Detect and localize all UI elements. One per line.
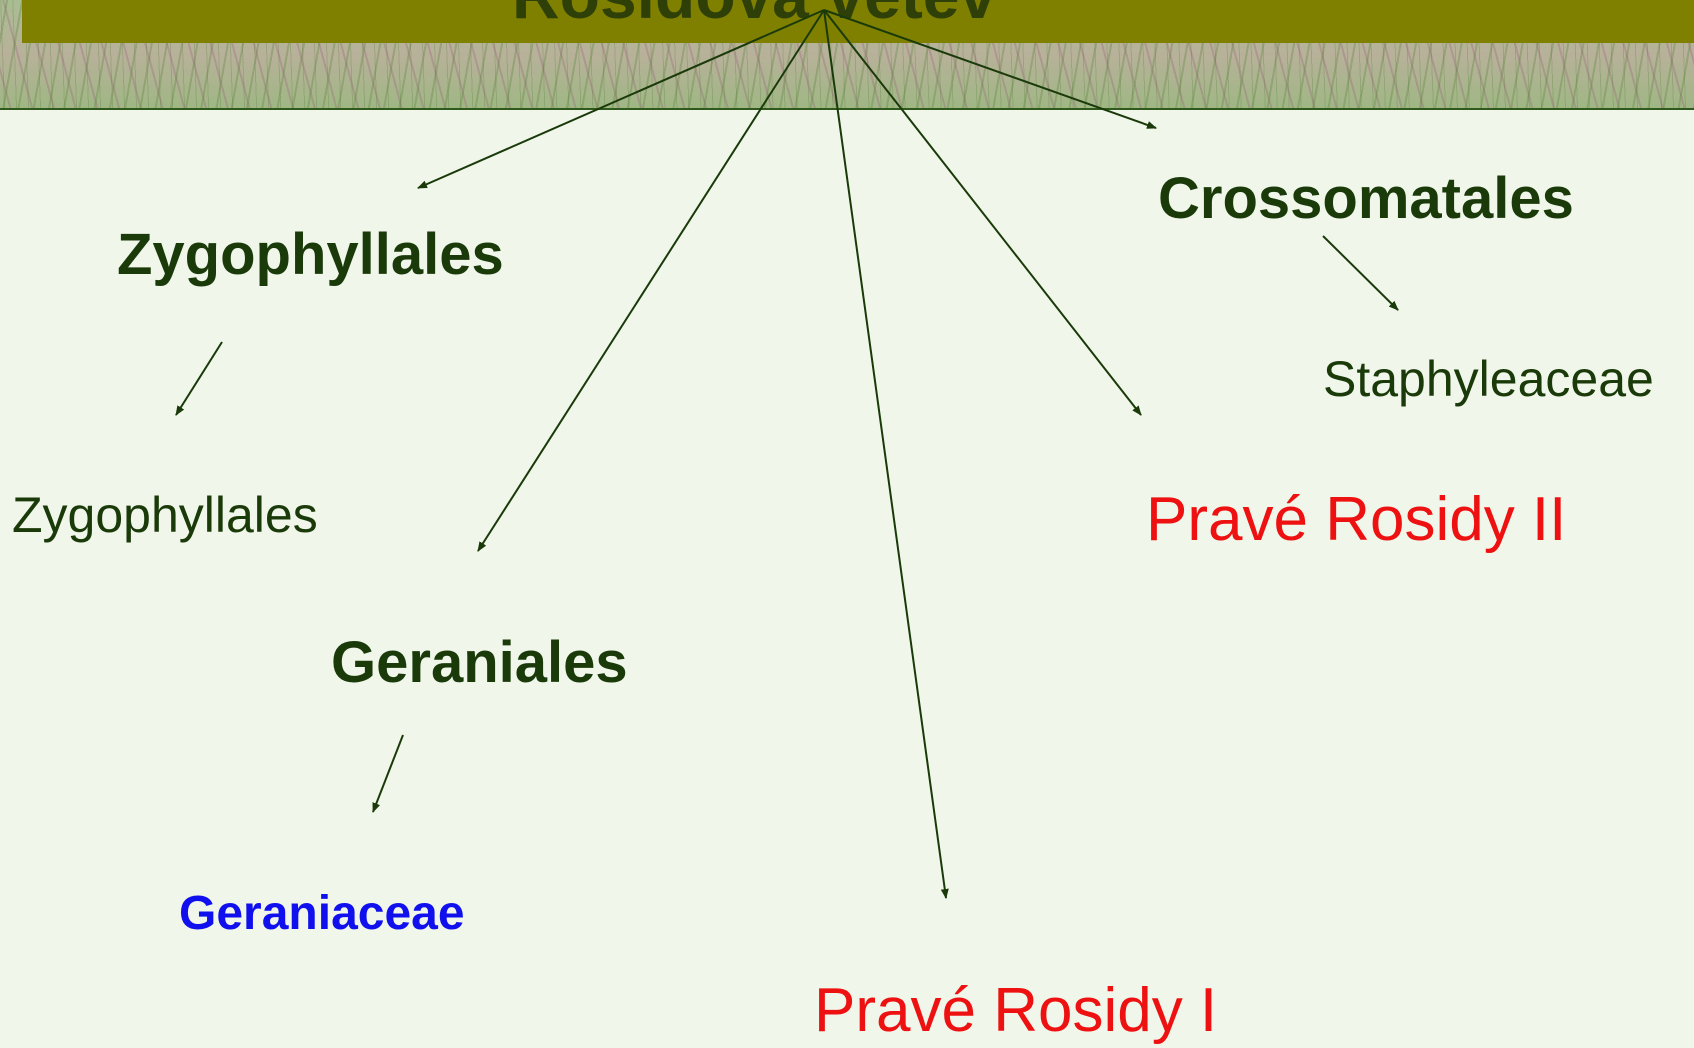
rosids-two-label: Pravé Rosidy II <box>1146 485 1567 554</box>
arrow-to-crossomatales <box>823 9 1157 129</box>
staphyleaceae-label: Staphyleaceae <box>1323 351 1654 407</box>
arrow-to-geraniales <box>477 9 825 552</box>
zygophyllales-order-label: Zygophyllales <box>117 222 504 287</box>
arrow-to-zygophyllales <box>417 9 825 189</box>
rosids-one-label: Pravé Rosidy I <box>814 976 1218 1045</box>
crossomatales-order-label: Crossomatales <box>1158 166 1574 231</box>
zygophyllales-family-label: Zygophyllales <box>12 487 318 543</box>
slide-title: Rosidová větev <box>512 0 996 28</box>
arrow-staphyleaceae <box>1322 235 1399 311</box>
arrow-geraniaceae <box>372 734 404 813</box>
arrow-to-rosids-two <box>823 9 1142 416</box>
arrow-to-rosids-one <box>823 9 949 899</box>
geraniales-order-label: Geraniales <box>331 630 628 695</box>
arrow-zygophyllales-family <box>175 341 223 416</box>
geraniaceae-label: Geraniaceae <box>179 887 465 940</box>
